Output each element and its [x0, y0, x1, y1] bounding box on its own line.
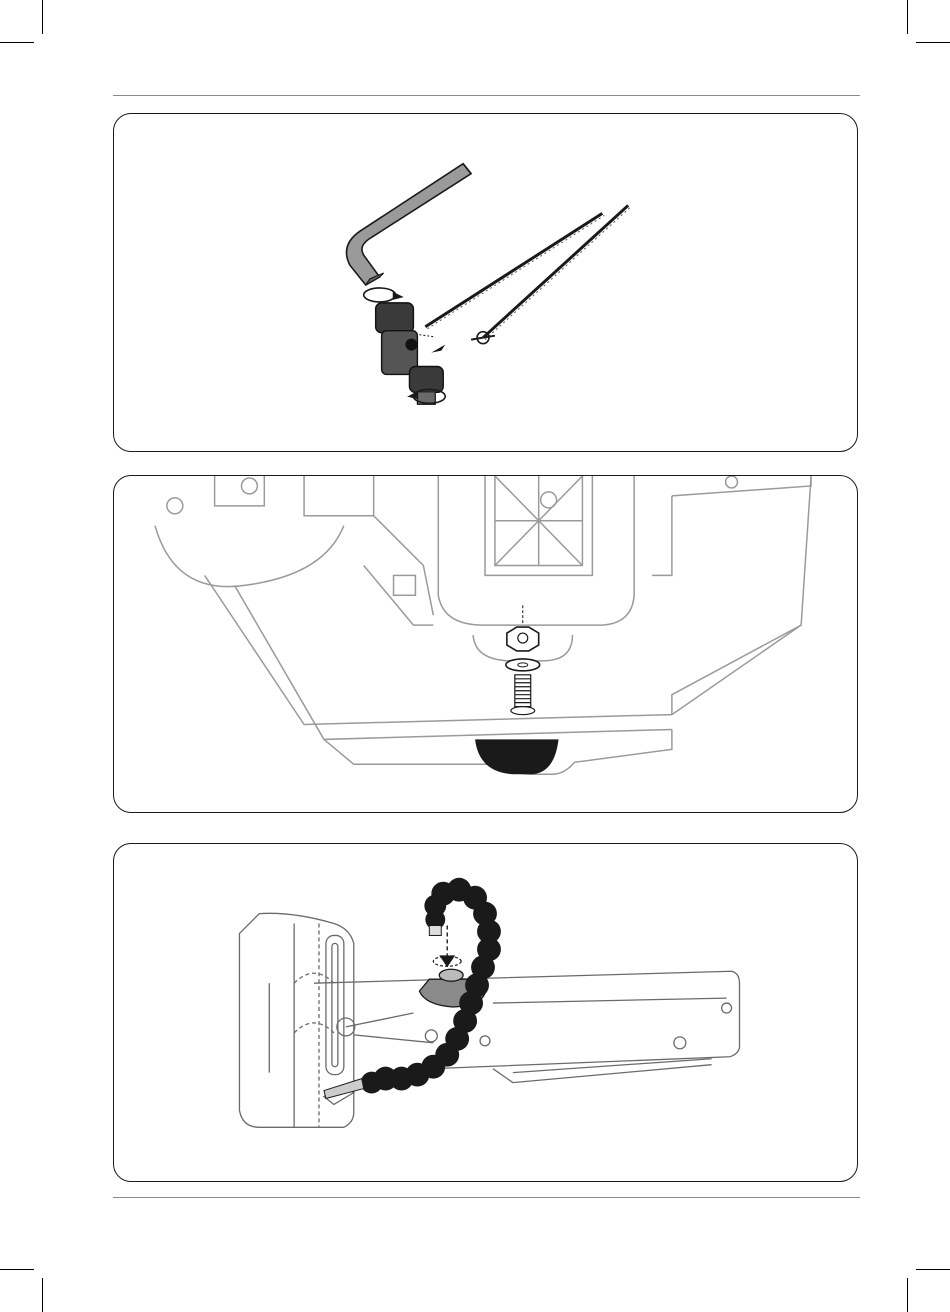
flexible-hose-illustration: [113, 843, 858, 1182]
saw-blade-icon: [425, 205, 630, 343]
table-mount-illustration: [113, 475, 858, 813]
header-rule: [113, 95, 860, 96]
crop-mark-tl-h: [0, 42, 34, 43]
crop-mark-br-v: [907, 1278, 908, 1312]
crop-mark-bl-v: [42, 1278, 43, 1312]
rubber-foot: [475, 739, 559, 774]
blade-clamp-illustration: [113, 113, 858, 452]
crop-mark-br-h: [916, 1269, 950, 1270]
table-mount-figure: [114, 476, 857, 812]
crop-mark-tr-h: [916, 42, 950, 43]
crop-mark-bl-h: [0, 1269, 34, 1270]
machine-base-outline: [155, 476, 811, 774]
crop-mark-tr-v: [907, 0, 908, 34]
crop-mark-tl-v: [42, 0, 43, 34]
hex-nut-icon: [507, 605, 539, 651]
blade-clamp-figure: [114, 114, 857, 451]
hex-key-icon: [346, 164, 471, 285]
flexible-hose-figure: [114, 844, 857, 1181]
footer-rule: [113, 1197, 860, 1198]
threaded-stud-icon: [511, 675, 535, 715]
flexible-hose-icon: [324, 878, 501, 1099]
washer-icon: [506, 659, 540, 671]
